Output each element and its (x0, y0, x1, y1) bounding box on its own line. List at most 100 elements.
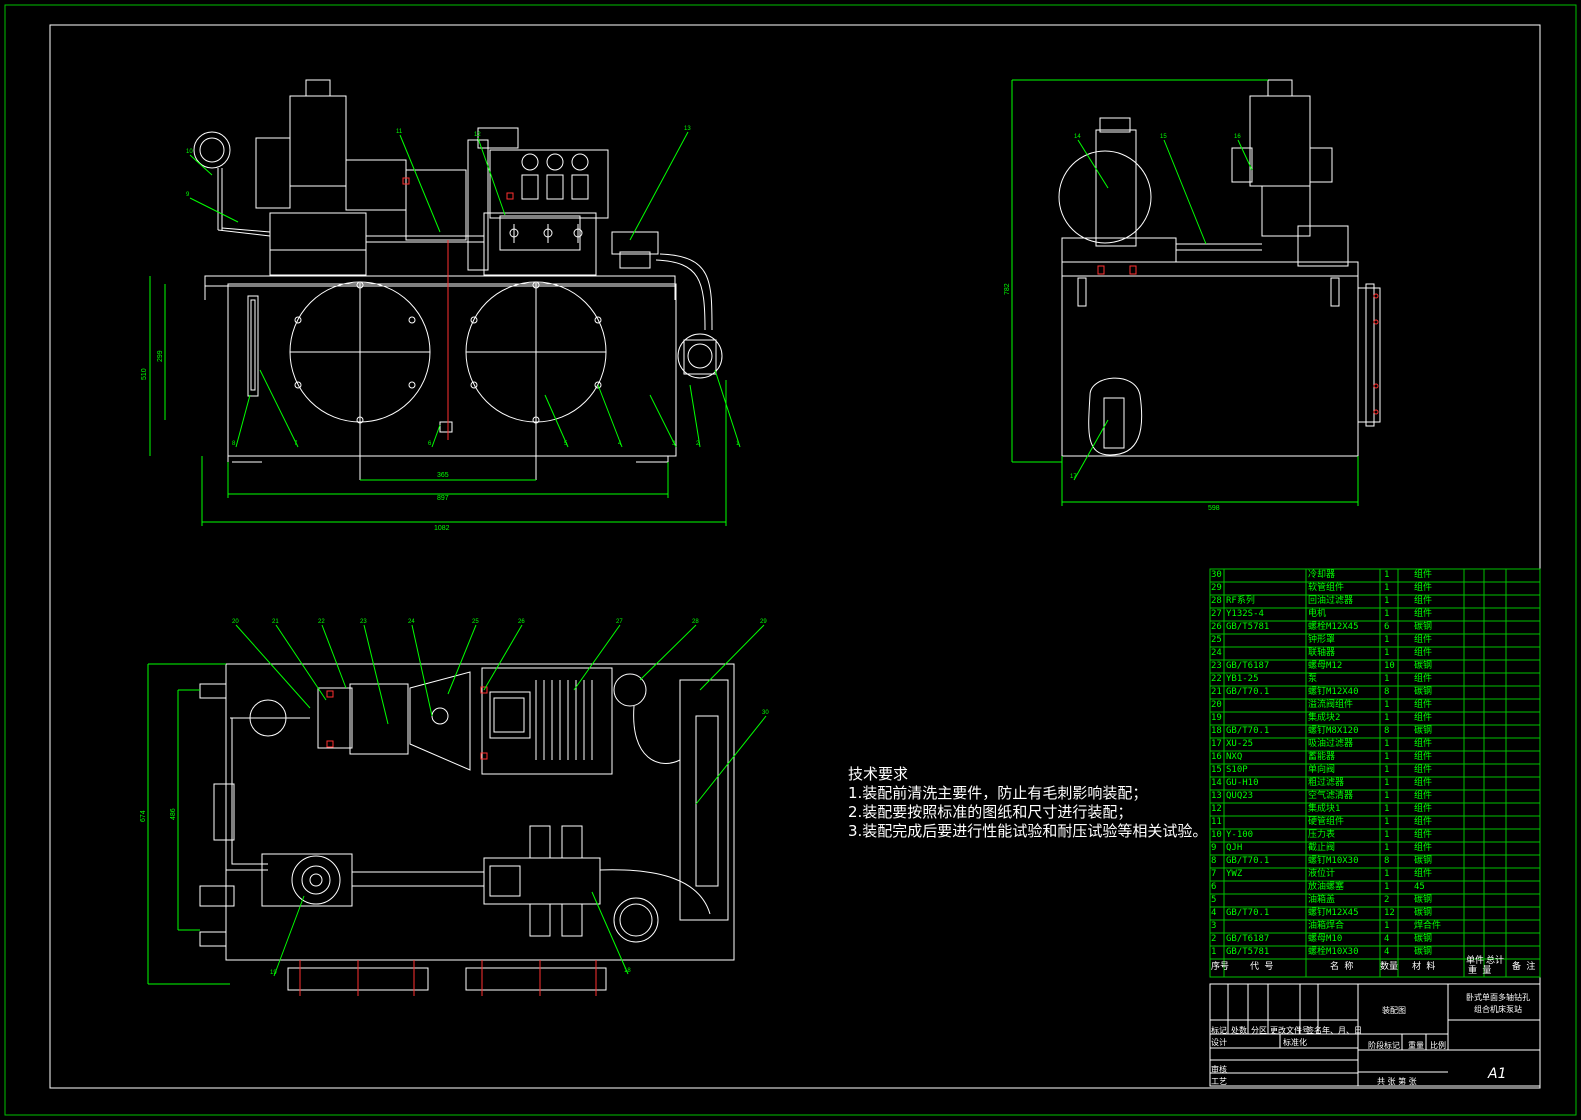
bom-name: 螺母M12 (1308, 661, 1343, 671)
title-block-border (1209, 983, 1541, 1087)
bom-qty: 10 (1384, 661, 1395, 671)
bom-qty: 1 (1384, 869, 1390, 879)
drawing-type: 装配图 (1382, 1006, 1406, 1015)
bom-qty: 1 (1384, 713, 1390, 723)
part-label-30: 30 (762, 710, 769, 716)
bolt (356, 416, 364, 424)
solenoid (529, 825, 551, 859)
bolt-mark (480, 686, 488, 694)
dim-510: 510 (141, 368, 148, 380)
part-label-7: 7 (294, 441, 298, 447)
part-label-22: 22 (318, 619, 325, 625)
leader (629, 131, 689, 241)
air-breather (611, 231, 659, 255)
outline (221, 227, 271, 233)
bom-code: GB/T5781 (1226, 947, 1270, 957)
dim-1082: 1082 (434, 525, 450, 532)
note-line-2: 2.装配要按照标准的图纸和尺寸进行装配； (848, 803, 1133, 821)
bolt-mark (402, 177, 410, 185)
bom-name: 液位计 (1308, 869, 1336, 879)
tb-label-sheets: 共 张 第 张 (1377, 1077, 1417, 1086)
bom-qty: 1 (1384, 804, 1390, 814)
bom-header-name: 名 称 (1330, 962, 1354, 972)
bom-qty: 1 (1384, 635, 1390, 645)
part-label-4: 4 (618, 441, 622, 447)
bom-material: 组件 (1414, 739, 1433, 749)
cooler-flange (1357, 287, 1381, 423)
bom-code: QJH (1226, 843, 1243, 853)
bom-header-unit: 单件 (1466, 956, 1485, 966)
motor-end (1058, 150, 1152, 244)
valve-stack (489, 149, 609, 219)
bolt (294, 316, 302, 324)
bom-qty: 1 (1384, 596, 1390, 606)
dim-782: 782 (1004, 283, 1011, 295)
outline (1267, 79, 1293, 97)
bom-material: 组件 (1414, 830, 1433, 840)
bolt-mark (1129, 265, 1137, 275)
motor (481, 667, 613, 775)
return-filter (613, 673, 647, 707)
bom-seq: 15 (1211, 765, 1222, 775)
bom-seq: 16 (1211, 752, 1222, 762)
tb-label-count: 处数 (1231, 1026, 1247, 1035)
outline (1365, 283, 1375, 427)
outline (1099, 117, 1131, 133)
tb-label-signature: 签名 (1306, 1026, 1322, 1035)
bom-qty: 1 (1384, 830, 1390, 840)
outline (1261, 185, 1311, 237)
bom-material: 碳钢 (1414, 895, 1433, 905)
bolt (408, 381, 416, 389)
bom-name: 压力表 (1308, 830, 1336, 840)
bom-seq: 10 (1211, 830, 1222, 840)
bom-code: GB/T70.1 (1226, 687, 1270, 697)
bom-header-remark: 备 注 (1512, 962, 1536, 972)
leader (189, 197, 239, 223)
bolt-mark (1097, 265, 1105, 275)
bom-name: 蓄能器 (1308, 752, 1336, 762)
bom-header-qty: 数量 (1380, 962, 1399, 972)
technical-requirements: 技术要求 1.装配前清洗主要件，防止有毛刺影响装配； 2.装配要按照标准的图纸和… (848, 765, 1207, 841)
bom-qty: 1 (1384, 882, 1390, 892)
filter-window (1088, 377, 1143, 456)
leader (591, 891, 629, 975)
solenoid (561, 825, 583, 859)
level-gauge (247, 295, 259, 397)
pump-body (255, 137, 291, 209)
title-block-grid (1209, 983, 1541, 1087)
bell-housing (409, 671, 471, 771)
bom-name: 螺钉M12X40 (1308, 687, 1359, 697)
bom-code: NXQ (1226, 752, 1243, 762)
outline (317, 687, 353, 749)
bom-seq: 30 (1211, 570, 1222, 580)
part-label-6: 6 (428, 441, 432, 447)
bom-seq: 28 (1211, 596, 1222, 606)
bom-qty: 1 (1384, 648, 1390, 658)
bom-material: 碳钢 (1414, 687, 1433, 697)
bom-header-seq: 序号 (1211, 962, 1230, 972)
part-label-20: 20 (232, 619, 239, 625)
bom-name: 截止阀 (1308, 843, 1336, 853)
bom-qty: 8 (1384, 726, 1390, 736)
bom-qty: 8 (1384, 687, 1390, 697)
leader (483, 624, 523, 691)
suction-filter (1103, 397, 1125, 449)
foot (1330, 277, 1340, 307)
bom-name: 放油螺塞 (1308, 882, 1345, 892)
bell-housing (405, 169, 467, 241)
bom-qty: 1 (1384, 817, 1390, 827)
bom-name: 螺钉M10X30 (1308, 856, 1359, 866)
tank-side (1061, 275, 1359, 457)
hose (659, 253, 713, 331)
leader (1237, 139, 1253, 171)
bom-seq: 9 (1211, 843, 1217, 853)
outer-border (4, 4, 1577, 1116)
bom-material: 组件 (1414, 843, 1433, 853)
bom-material: 组件 (1414, 713, 1433, 723)
bom-material: 组件 (1414, 778, 1433, 788)
leader (714, 369, 741, 448)
breather (1297, 225, 1349, 267)
drawing-title-line-1: 卧式单面多轴钻孔 (1466, 993, 1530, 1002)
hose (633, 705, 681, 764)
bom-material: 组件 (1414, 765, 1433, 775)
